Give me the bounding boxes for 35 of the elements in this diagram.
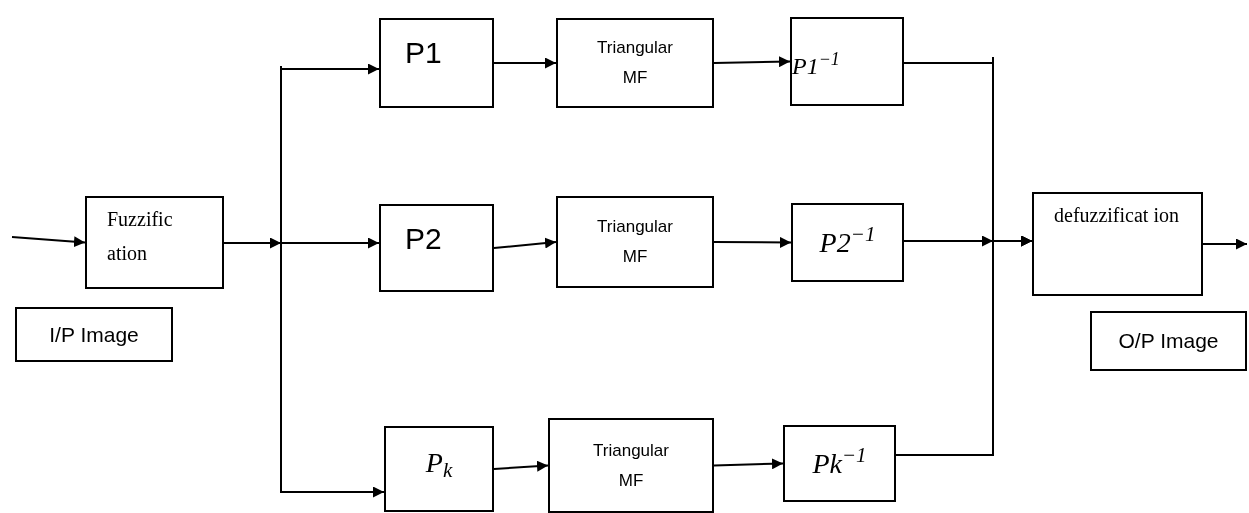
- process-box: [790, 17, 904, 106]
- process-box: [783, 425, 896, 502]
- node-text: O/P Image: [1118, 328, 1219, 355]
- arrow: [493, 460, 549, 472]
- arrow: [713, 458, 784, 470]
- process-box: [379, 204, 494, 292]
- process-box: [791, 203, 904, 282]
- arrow: [11, 236, 86, 248]
- arrow: [1202, 238, 1248, 250]
- process-box: [548, 418, 714, 513]
- node-text: P2: [405, 221, 442, 257]
- arrow: [895, 235, 1033, 456]
- arrow: [493, 237, 557, 249]
- label-box: [1090, 311, 1247, 371]
- node-text: I/P Image: [49, 321, 139, 348]
- arrow: [713, 56, 791, 68]
- node-text: Fuzzific ation: [107, 207, 174, 266]
- arrow: [493, 57, 557, 69]
- node-text: defuzzificat ion: [1054, 203, 1179, 228]
- node-text: P2$^{−1}$: [819, 221, 876, 260]
- node-text: Triangular MF: [596, 216, 674, 268]
- process-box: [85, 196, 224, 289]
- node-text: P$_{k}$: [425, 446, 453, 484]
- process-box: [556, 18, 714, 108]
- label-box: [15, 307, 173, 362]
- arrow: [713, 236, 792, 248]
- node-text: Triangular MF: [596, 37, 674, 89]
- node-text: P1$^{−1}$: [792, 47, 840, 81]
- process-box: [379, 18, 494, 108]
- process-box: [384, 426, 494, 512]
- node-text: P1: [405, 35, 442, 71]
- process-box: [1032, 192, 1203, 296]
- node-text: Pk$^{−1}$: [812, 442, 867, 481]
- process-box: [556, 196, 714, 288]
- node-text: Triangular MF: [592, 439, 670, 492]
